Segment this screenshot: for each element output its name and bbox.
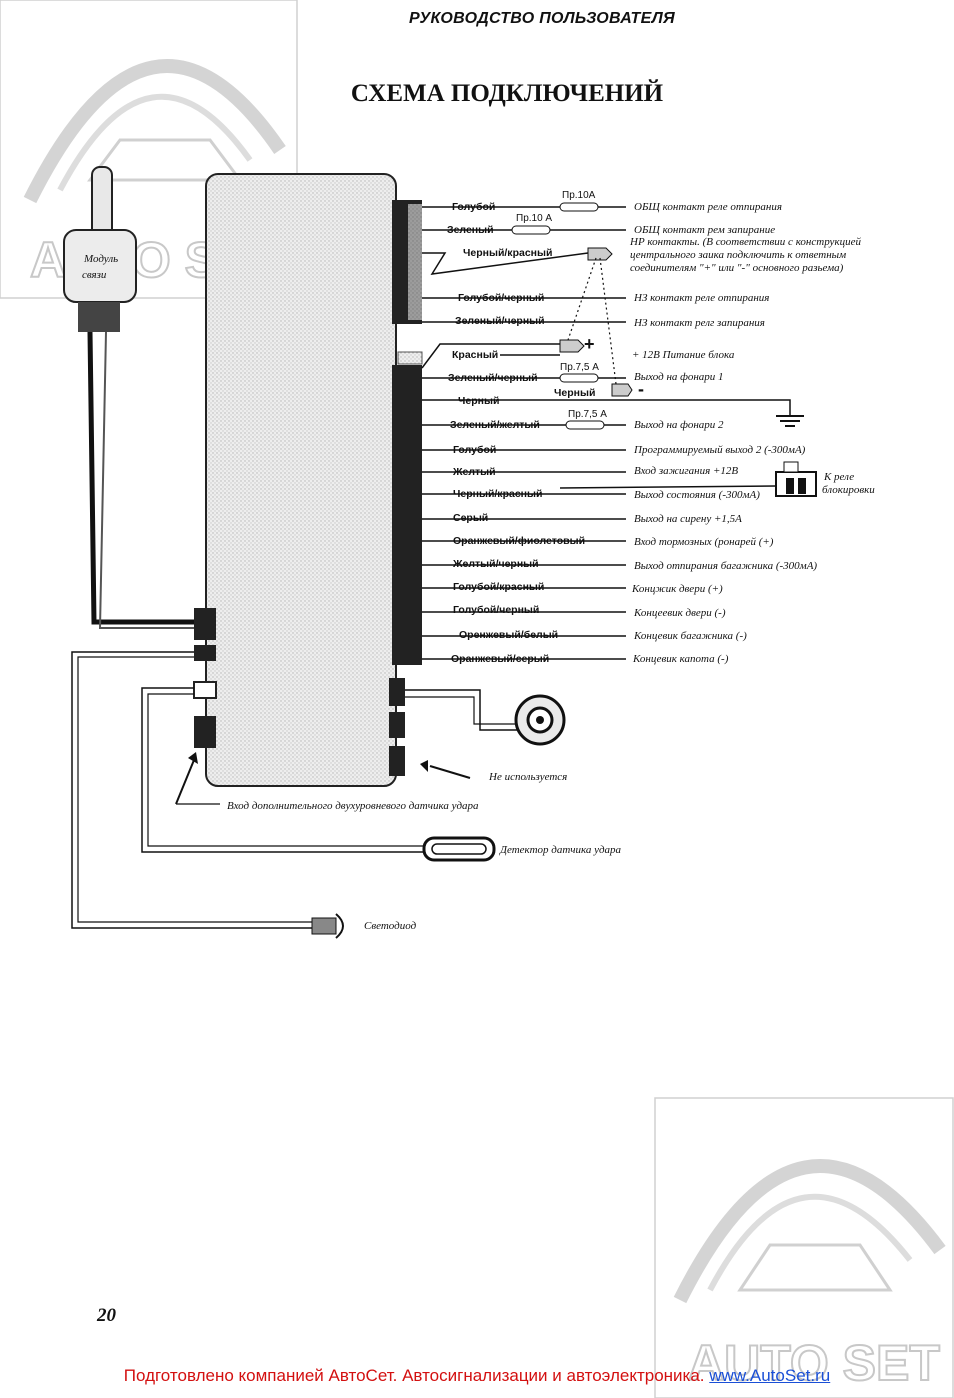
terminal-plus: [559, 339, 585, 353]
fuse-label: Пр.10А: [562, 190, 596, 201]
wire-label: Зеленый/черный: [448, 372, 538, 384]
wire-desc: НЗ контакт реле отпирания: [633, 292, 769, 304]
led-label: Светодиод: [364, 920, 417, 932]
wire-desc-nr-3: соединителям "+" или "-" основного разье…: [630, 262, 844, 274]
wire-desc-nr-1: НР контакты. (В соответствии с конструкц…: [629, 236, 861, 248]
terminal-nr: [587, 247, 613, 261]
led-connector: [194, 645, 216, 661]
connector-unused-2: [389, 746, 405, 776]
led-icon: [311, 913, 344, 939]
module-label-1: Модуль: [83, 253, 118, 265]
wire-label: Голубой/черный: [458, 292, 544, 304]
wire-desc: Концжик двери (+): [631, 583, 723, 595]
main-unit: [205, 173, 397, 787]
fuse-1: [559, 202, 599, 212]
wire-desc-nr-2: центрального заика подключить к ответным: [630, 249, 846, 261]
wire-label: Оранжевый/серый: [451, 653, 549, 665]
wire-desc: Выход на фонари 2: [634, 419, 724, 431]
siren-icon: [514, 694, 566, 746]
wire-desc: Выход отпирания багажника (-300мА): [634, 560, 817, 572]
wire-desc: Вход тормозных (ронарей (+): [634, 536, 774, 548]
fuse-2: [511, 225, 551, 235]
wire-label: Черный/красный: [463, 247, 552, 259]
black-branch-label: Черный: [554, 387, 595, 399]
wire-label: Голубой/красный: [453, 581, 544, 593]
wire-label: Голубой: [453, 444, 496, 456]
module-label-2: связи: [82, 269, 107, 281]
ground-icon: [776, 415, 804, 427]
fuse-4: [565, 420, 605, 430]
wire-desc: Концеевик двери (-): [633, 607, 726, 619]
wire-label: Оранжевый/фиолетовый: [453, 535, 585, 547]
wire-label: Черный/красный: [453, 488, 542, 500]
fuse-3: [559, 373, 599, 383]
wire-desc: ОБЩ контакт рем запирание: [634, 224, 775, 236]
connector-siren: [389, 678, 405, 706]
wire-desc: ОБЩ контакт реле отпирания: [634, 201, 782, 213]
wire-label: Зеленый/желтый: [450, 419, 540, 431]
wire-desc: Выход на фонари 1: [634, 371, 724, 383]
wire-label: Желтый/черный: [452, 558, 539, 570]
shock-detector-label: Детектор датчика удара: [499, 844, 622, 856]
relay-label-2: блокировки: [822, 484, 875, 496]
watermark-bottom: AUTO SET: [654, 1097, 954, 1398]
wire-desc: НЗ контакт релг запирания: [633, 317, 765, 329]
shock-detector-icon: [422, 836, 496, 862]
shock-input-label: Вход дополнительного двухуровневого датч…: [227, 800, 479, 812]
main-connector: [392, 365, 422, 665]
minus-sign: -: [638, 379, 644, 399]
footer-link[interactable]: www.AutoSet.ru: [709, 1366, 831, 1385]
footer-text: Подготовлено компанией АвтоСет. Автосигн…: [123, 1366, 710, 1385]
wire-label: Голубой/черный: [453, 604, 539, 616]
plus-sign: +: [584, 334, 595, 354]
shock-input-connector: [194, 716, 216, 748]
module-connector: [194, 608, 216, 640]
wire-label: Зеленый: [447, 224, 494, 236]
antenna: [91, 166, 113, 238]
wire-desc: Выход состояния (-300мА): [634, 489, 760, 501]
main-wire-lines: [421, 343, 791, 660]
connector-unused-1: [389, 712, 405, 738]
wire-desc: Концевик багажника (-): [633, 630, 747, 642]
top-wire-lines: [422, 206, 626, 323]
page-title: СХЕМА ПОДКЛЮЧЕНИЙ: [350, 80, 664, 107]
wire-label: Серый: [453, 512, 488, 524]
watermark-text-bottom: AUTO SET: [688, 1335, 940, 1391]
fuse-label: Пр.10 А: [516, 213, 552, 224]
relay-icon: [775, 461, 817, 497]
wire-label: Красный: [452, 349, 498, 361]
wire-label: Оренжевый/белый: [459, 629, 558, 641]
shock-detector-connector: [193, 681, 217, 699]
relay-label-1: К реле: [823, 471, 854, 483]
wire-label: Черный: [458, 395, 499, 407]
not-used-label: Не используется: [488, 771, 567, 783]
wire-desc: Вход зажигания +12В: [634, 465, 738, 477]
wire-label: Зеленый/черный: [455, 315, 545, 327]
terminal-minus: [611, 383, 633, 397]
footer: Подготовлено компанией АвтоСет. Автосигн…: [0, 1366, 954, 1386]
wire-desc: Концевик капота (-): [632, 653, 729, 665]
wire-desc: Выход на сирену +1,5А: [634, 513, 742, 525]
page-number: 20: [97, 1305, 116, 1326]
wire-label: Желтый: [452, 466, 496, 478]
wire-desc: + 12В Питание блока: [632, 349, 735, 361]
fuse-label: Пр.7,5 А: [568, 409, 607, 420]
page-header: РУКОВОДСТВО ПОЛЬЗОВАТЕЛЯ: [408, 10, 676, 27]
wire-desc: Программируемый выход 2 (-300мА): [633, 444, 806, 456]
fuse-label: Пр.7,5 А: [560, 362, 599, 373]
wire-label: Голубой: [452, 201, 495, 213]
communication-module: [63, 229, 137, 303]
